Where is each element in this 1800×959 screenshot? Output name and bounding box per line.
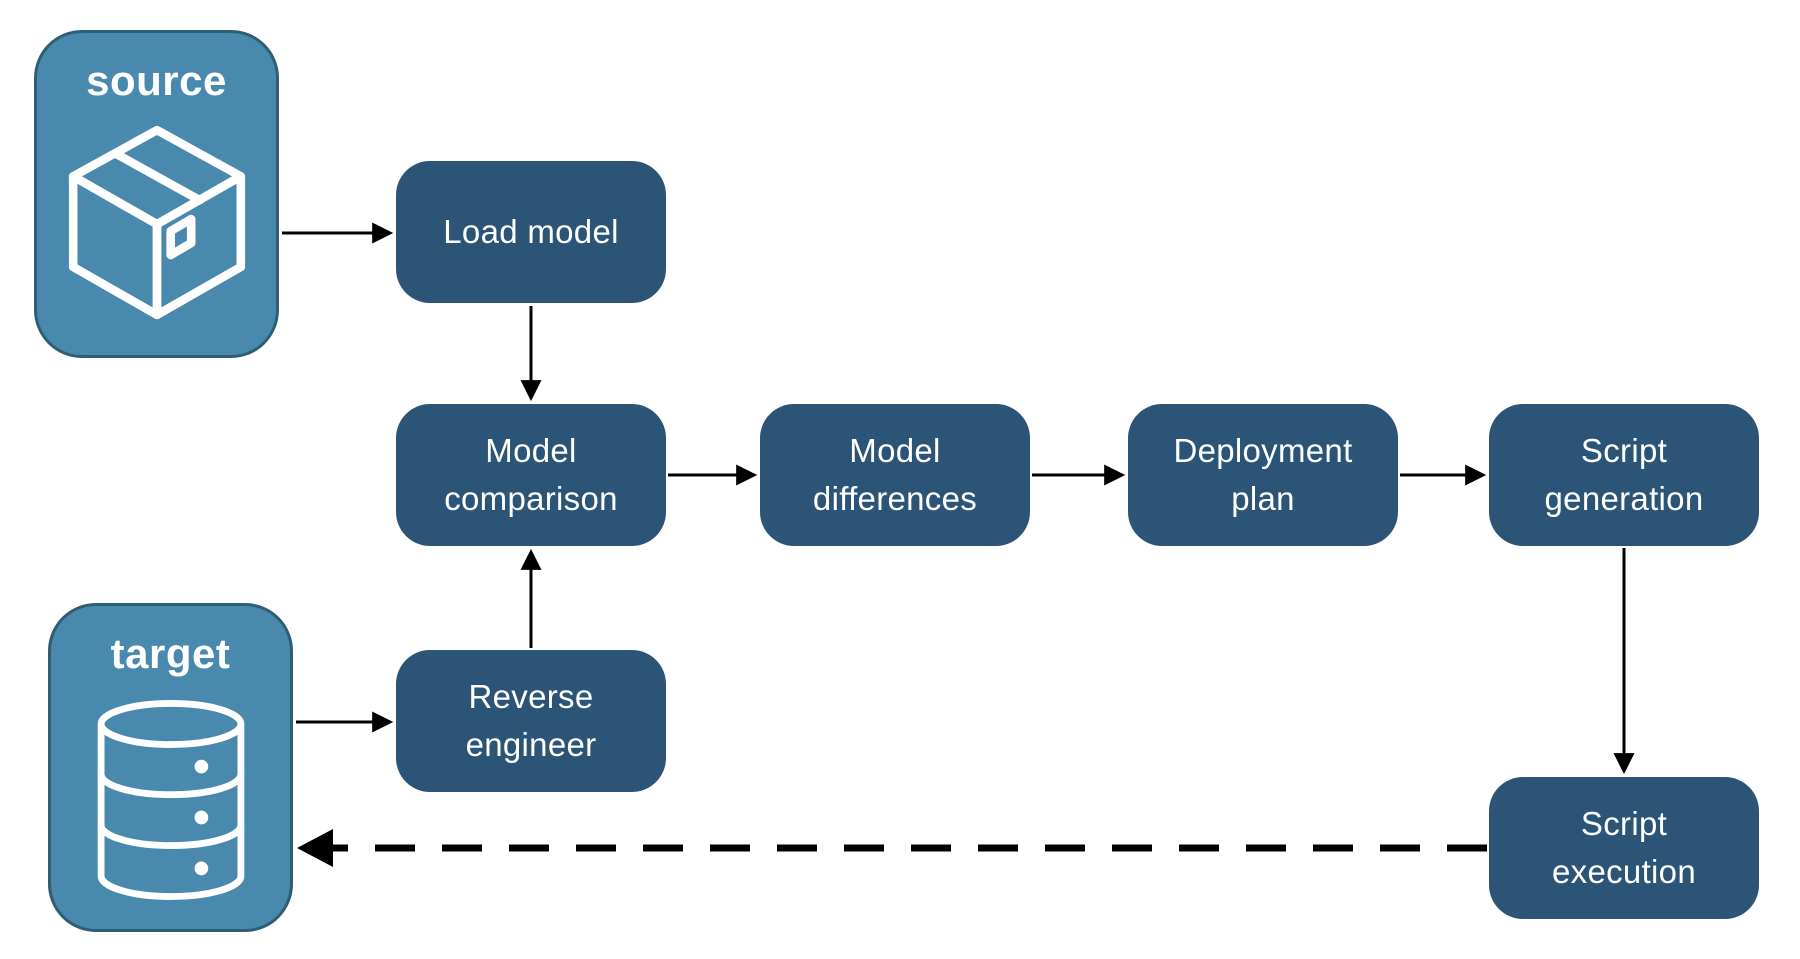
node-script-execution-label: Script execution [1552,805,1696,890]
edge-script-execution-to-target [297,829,1487,867]
endpoint-target: target [48,603,293,932]
node-load-model-label: Load model [443,213,619,251]
endpoint-source-label: source [86,57,227,104]
node-model-differences-label: Model differences [812,432,978,517]
node-reverse-engineer: Reverse engineer [396,650,666,792]
database-icon [97,700,244,900]
node-model-comparison-label: Model comparison [444,432,618,517]
node-model-differences: Model differences [760,404,1030,546]
node-script-execution: Script execution [1489,777,1759,919]
endpoint-source: source [34,30,279,358]
node-script-generation-label: Script generation [1544,432,1704,517]
node-load-model: Load model [396,161,666,303]
node-deployment-plan: Deployment plan [1128,404,1398,546]
node-script-generation: Script generation [1489,404,1759,546]
endpoint-target-label: target [110,630,231,677]
dashed-arrowhead [297,829,333,867]
node-deployment-plan-label: Deployment plan [1173,432,1353,517]
package-icon [68,125,245,320]
node-model-comparison: Model comparison [396,404,666,546]
node-reverse-engineer-label: Reverse engineer [465,678,597,763]
